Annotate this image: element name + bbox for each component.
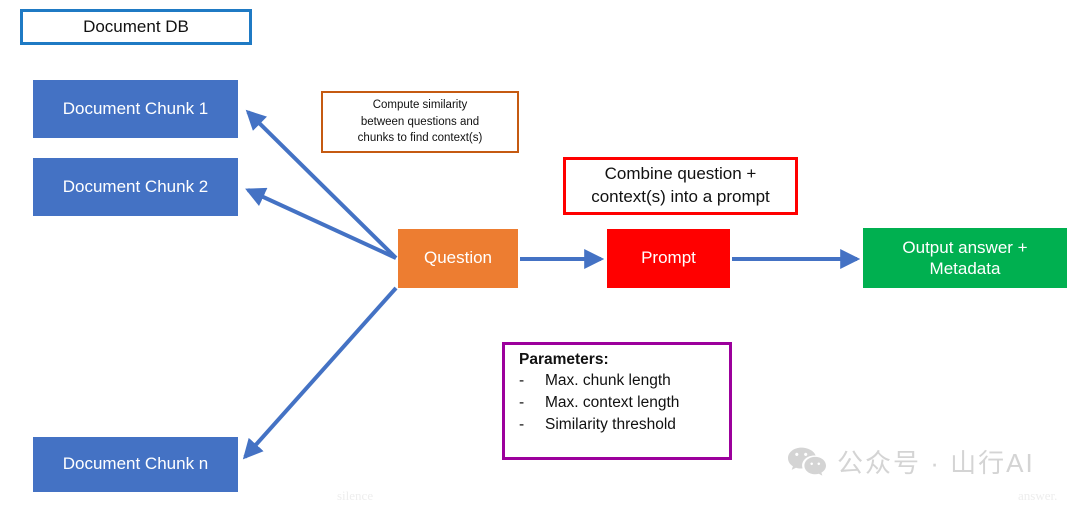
bullet-dash: - xyxy=(519,394,525,412)
watermark: 公众号 · 山行AI xyxy=(787,443,1035,480)
question-box: Question xyxy=(398,229,518,288)
combine-question-line-2: context(s) into a prompt xyxy=(591,187,770,206)
parameter-item: - Max. chunk length xyxy=(519,370,729,392)
document-chunk-1-box: Document Chunk 1 xyxy=(33,80,238,138)
parameter-label: Max. context length xyxy=(545,394,680,412)
output-answer-line-2: Metadata xyxy=(929,259,1001,278)
arrow-question-to-chunk2 xyxy=(245,187,397,260)
arrow-question-to-chunkn xyxy=(242,286,398,460)
document-chunk-1-label: Document Chunk 1 xyxy=(62,98,209,118)
parameters-box: Parameters: - Max. chunk length - Max. c… xyxy=(502,342,732,460)
parameters-title: Parameters: xyxy=(519,351,609,368)
compute-similarity-line-2: between questions and xyxy=(360,115,480,128)
document-db-box: Document DB xyxy=(20,9,252,45)
document-chunk-n-box: Document Chunk n xyxy=(33,437,238,492)
prompt-label: Prompt xyxy=(641,248,696,268)
faint-text-artifact-left: silence xyxy=(337,488,374,503)
combine-question-note: Combine question + context(s) into a pro… xyxy=(563,157,798,215)
watermark-text: 公众号 · 山行AI xyxy=(837,448,1035,478)
bullet-dash: - xyxy=(519,372,525,390)
document-chunk-2-label: Document Chunk 2 xyxy=(62,176,209,196)
compute-similarity-note: Compute similarity between questions and… xyxy=(321,91,519,153)
parameter-item: - Max. context length xyxy=(519,392,729,414)
faint-text-artifact-right: answer. xyxy=(1018,488,1058,503)
combine-question-line-1: Combine question + xyxy=(604,164,757,184)
document-chunk-n-label: Document Chunk n xyxy=(62,454,209,474)
output-answer-line-1: Output answer + xyxy=(902,237,1028,257)
wechat-icon xyxy=(788,447,826,476)
compute-similarity-line-3: chunks to find context(s) xyxy=(357,132,483,145)
document-chunk-2-box: Document Chunk 2 xyxy=(33,158,238,216)
question-label: Question xyxy=(423,248,493,268)
prompt-box: Prompt xyxy=(607,229,730,288)
bullet-dash: - xyxy=(519,416,525,434)
parameter-label: Max. chunk length xyxy=(545,372,671,390)
output-answer-box: Output answer + Metadata xyxy=(863,228,1067,288)
parameters-list: - Max. chunk length - Max. context lengt… xyxy=(519,370,729,436)
document-db-label: Document DB xyxy=(83,16,189,36)
compute-similarity-line-1: Compute similarity xyxy=(372,98,468,111)
parameter-item: - Similarity threshold xyxy=(519,414,729,436)
parameter-label: Similarity threshold xyxy=(545,416,676,434)
